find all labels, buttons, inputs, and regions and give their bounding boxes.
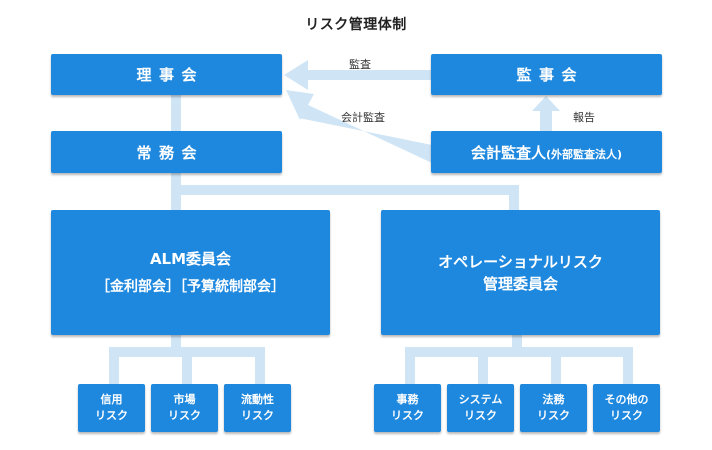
risk-box-line1: 法務	[542, 393, 565, 406]
accounting-auditor-box: 会計監査人(外部監査法人)	[431, 131, 662, 173]
risk-box-line2: リスク	[610, 409, 643, 422]
legal-risk-box: 法務 リスク	[520, 384, 587, 432]
alm-subcommittees-label: ［金利部会］［予算統制部会］	[96, 278, 285, 295]
operational-risk-label-line1: オペレーショナルリスク	[438, 252, 603, 271]
risk-box-line2: リスク	[168, 409, 201, 422]
diagram-title: リスク管理体制	[305, 17, 407, 33]
standing-board-label: 常務会	[136, 143, 204, 162]
operations-risk-box: 事務 リスク	[374, 384, 441, 432]
risk-box-line2: リスク	[95, 409, 128, 422]
risk-box-line2: リスク	[537, 409, 570, 422]
standing-board-box: 常務会	[51, 131, 282, 173]
risk-box-line1: 信用	[100, 393, 123, 406]
system-risk-box: システム リスク	[447, 384, 514, 432]
operational-risk-committee-box: オペレーショナルリスク 管理委員会	[381, 210, 660, 335]
risk-box-line1: 流動性	[241, 393, 274, 406]
risk-box-line2: リスク	[464, 409, 497, 422]
board-of-directors-box: 理事会	[51, 54, 282, 95]
risk-box-line1: システム	[458, 393, 503, 406]
audit-label: 監査	[349, 58, 371, 71]
operational-risk-label-line2: 管理委員会	[482, 274, 558, 293]
risk-box-line1: 市場	[173, 393, 196, 406]
risk-box-line2: リスク	[241, 409, 274, 422]
risk-box-line1: 事務	[396, 393, 419, 406]
accounting-audit-label: 会計監査	[341, 111, 385, 124]
risk-box-line1: その他の	[604, 393, 649, 406]
market-risk-box: 市場 リスク	[151, 384, 218, 432]
liquidity-risk-box: 流動性 リスク	[224, 384, 291, 432]
audit-committee-label: 監事会	[516, 66, 584, 84]
accounting-auditor-text: 会計監査人(外部監査法人)	[471, 142, 622, 163]
credit-risk-box: 信用 リスク	[78, 384, 145, 432]
other-risk-box: その他の リスク	[593, 384, 660, 432]
alm-committee-box: ALM委員会 ［金利部会］［予算統制部会］	[51, 210, 330, 335]
alm-committee-label: ALM委員会	[149, 249, 232, 268]
board-of-directors-label: 理事会	[136, 66, 204, 84]
report-label: 報告	[573, 111, 595, 124]
risk-box-line2: リスク	[391, 409, 424, 422]
accounting-auditor-label: 会計監査人	[470, 143, 546, 162]
accounting-auditor-sub: (外部監査法人)	[545, 147, 623, 161]
audit-committee-box: 監事会	[431, 54, 662, 95]
